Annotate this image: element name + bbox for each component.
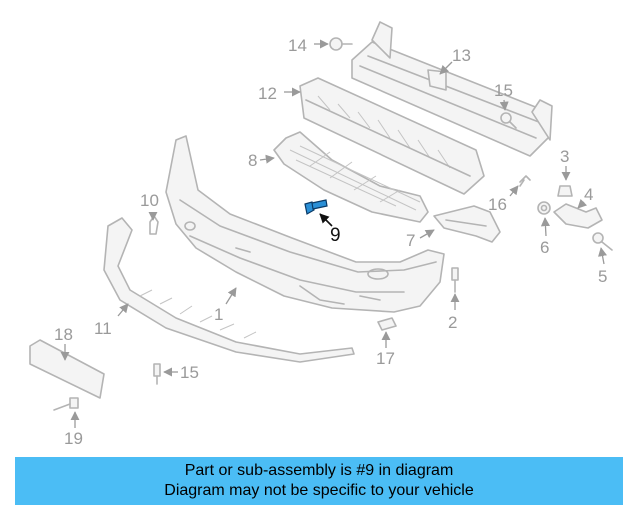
- bolt-5-part: [592, 232, 613, 251]
- leader-7: [419, 229, 435, 239]
- callout-16[interactable]: 16: [488, 195, 507, 214]
- retainer-3-part: [557, 185, 573, 197]
- nut-6-part: [537, 201, 551, 215]
- stud-2-part: [451, 267, 459, 293]
- lower-grille-part: [273, 131, 429, 223]
- bolt-9-highlighted-part: [304, 199, 328, 215]
- side-bracket-part: [433, 205, 501, 243]
- bumper-cover-part: [165, 135, 445, 313]
- callout-8[interactable]: 8: [248, 151, 257, 170]
- leader-8: [259, 154, 275, 164]
- banner-line-part-number: Part or sub-assembly is #9 in diagram: [184, 462, 454, 479]
- reinforcement-bar-part: [351, 21, 553, 157]
- leader-6: [540, 217, 550, 237]
- leader-14: [439, 61, 453, 75]
- callout-4[interactable]: 4: [584, 185, 593, 204]
- callout-13[interactable]: 12: [258, 84, 277, 103]
- callout-19[interactable]: 19: [64, 429, 83, 448]
- callout-9-highlighted[interactable]: 9: [330, 225, 341, 246]
- leader-15-lower: [499, 99, 509, 111]
- leader-11: [117, 303, 129, 317]
- bolt-15-upper-part: [329, 37, 353, 51]
- cap-17-part: [377, 317, 397, 331]
- callout-6[interactable]: 6: [540, 238, 549, 257]
- leader-16: [509, 185, 519, 197]
- callout-17[interactable]: 17: [376, 349, 395, 368]
- screw-19-part: [53, 397, 79, 411]
- leader-1: [225, 287, 237, 305]
- callout-15-upper[interactable]: 14: [288, 36, 307, 55]
- leader-5: [598, 247, 607, 265]
- bolt-16-part: [519, 175, 531, 187]
- callout-2[interactable]: 2: [448, 313, 457, 332]
- info-banner: Part or sub-assembly is #9 in diagram Di…: [15, 457, 623, 505]
- side-guide-part: [553, 203, 603, 229]
- callout-10[interactable]: 10: [140, 191, 159, 210]
- callout-3[interactable]: 3: [560, 147, 569, 166]
- callout-15-lower[interactable]: 15: [494, 81, 513, 100]
- banner-line-disclaimer: Diagram may not be specific to your vehi…: [164, 482, 474, 499]
- lower-spoiler-part: [103, 217, 355, 363]
- callout-1[interactable]: 1: [214, 305, 223, 324]
- leader-9: [319, 213, 333, 227]
- parts-diagram: 14 13 12 15 3 8 10 16 4 9 7 6 5 2 1 11 1…: [29, 21, 613, 448]
- leader-4: [577, 198, 588, 209]
- callout-5[interactable]: 5: [598, 267, 607, 286]
- bolt-12-part: [153, 363, 161, 385]
- callout-7[interactable]: 7: [406, 231, 415, 250]
- license-bracket-part: [29, 339, 105, 399]
- callout-18[interactable]: 18: [54, 325, 73, 344]
- bolt-15-lower-part: [500, 112, 517, 129]
- callout-12[interactable]: 15: [180, 363, 199, 382]
- energy-absorber-part: [299, 77, 485, 195]
- callout-14[interactable]: 13: [452, 46, 471, 65]
- clip-10-part: [149, 215, 159, 235]
- callout-11[interactable]: 11: [94, 319, 112, 338]
